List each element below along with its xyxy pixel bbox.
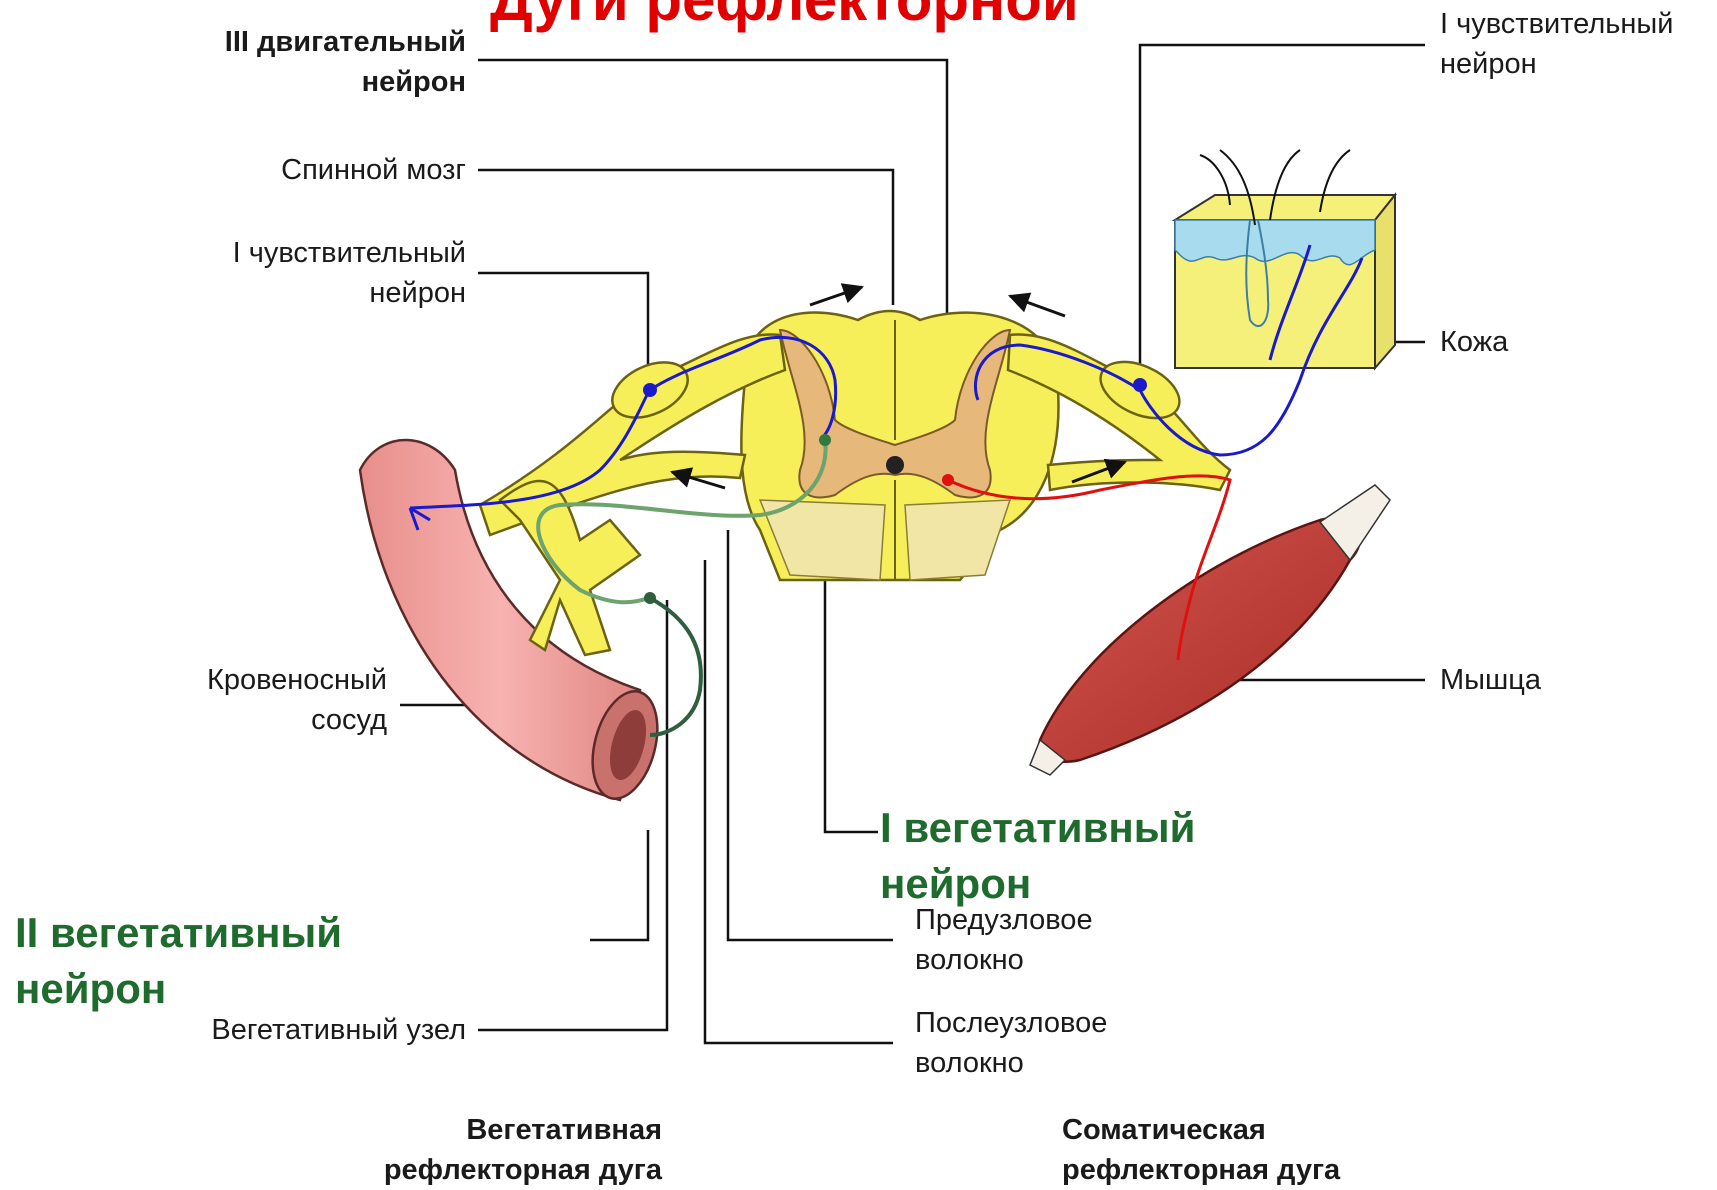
label-postganglionic-fiber: Послеузловое волокно	[915, 1003, 1107, 1083]
veg-soma-1	[819, 434, 831, 446]
muscle	[1030, 485, 1390, 775]
leader-spinal-cord	[478, 170, 893, 305]
sensory-soma-left	[643, 383, 657, 397]
leader-veg2	[590, 830, 648, 940]
label-spinal-cord: Спинной мозг	[281, 150, 466, 190]
overlay-vegetative-neuron-2: II вегетативный нейрон	[15, 905, 342, 1017]
label-motor-neuron: III двигательный нейрон	[225, 22, 466, 102]
label-preganglionic-fiber: Предузловое волокно	[915, 900, 1093, 980]
label-blood-vessel: Кровеносный сосуд	[207, 660, 387, 740]
label-somatic-arc: Соматическая рефлекторная дуга	[1062, 1110, 1340, 1190]
label-skin: Кожа	[1440, 322, 1508, 362]
overlay-vegetative-neuron-1: I вегетативный нейрон	[880, 800, 1195, 912]
label-muscle: Мышца	[1440, 660, 1541, 700]
label-sensory-neuron-left: I чувствительный нейрон	[233, 233, 466, 313]
left-nerve-roots	[480, 334, 785, 655]
leader-postganglionic	[705, 560, 893, 1043]
leader-preganglionic	[728, 530, 893, 940]
sensory-soma-right	[1133, 378, 1147, 392]
label-sensory-neuron-right: I чувствительный нейрон	[1440, 4, 1673, 84]
leader-sensory-left	[478, 273, 648, 380]
veg-soma-2	[644, 592, 656, 604]
motor-soma	[942, 474, 954, 486]
label-autonomic-arc: Вегетативная рефлекторная дуга	[384, 1110, 662, 1190]
